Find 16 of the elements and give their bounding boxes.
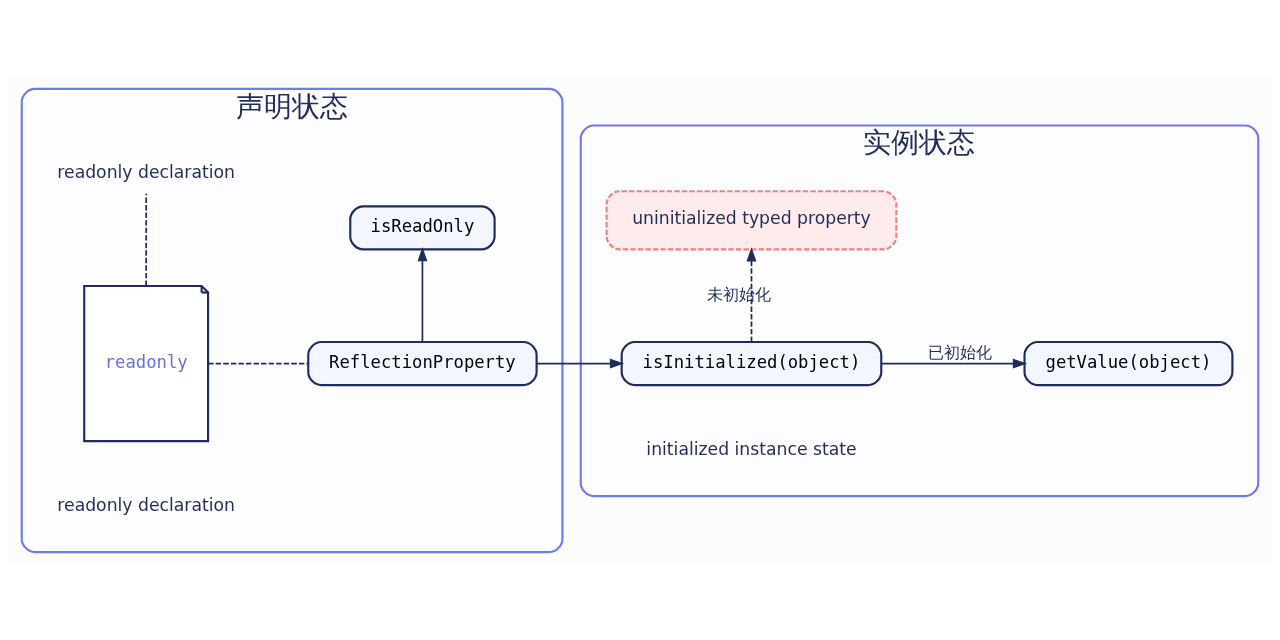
edge-label: 未初始化 [707, 284, 772, 303]
node-box: isReadOnly [349, 204, 496, 250]
label: initialized instance state [646, 438, 857, 459]
connector [207, 362, 309, 364]
node-text: readonly declaration [57, 161, 235, 182]
arrow [746, 246, 757, 343]
arrow [417, 246, 428, 343]
label: readonly declaration [57, 494, 235, 515]
node-box: uninitialized typed property [605, 189, 898, 250]
node-box: ReflectionProperty [307, 340, 538, 386]
arrow [880, 358, 1028, 369]
connector [145, 192, 147, 287]
node-box: getValue(object) [1023, 340, 1234, 386]
edge-label: 已初始化 [928, 342, 993, 362]
arrow [536, 358, 625, 369]
node-box: isInitialized(object) [620, 340, 883, 386]
